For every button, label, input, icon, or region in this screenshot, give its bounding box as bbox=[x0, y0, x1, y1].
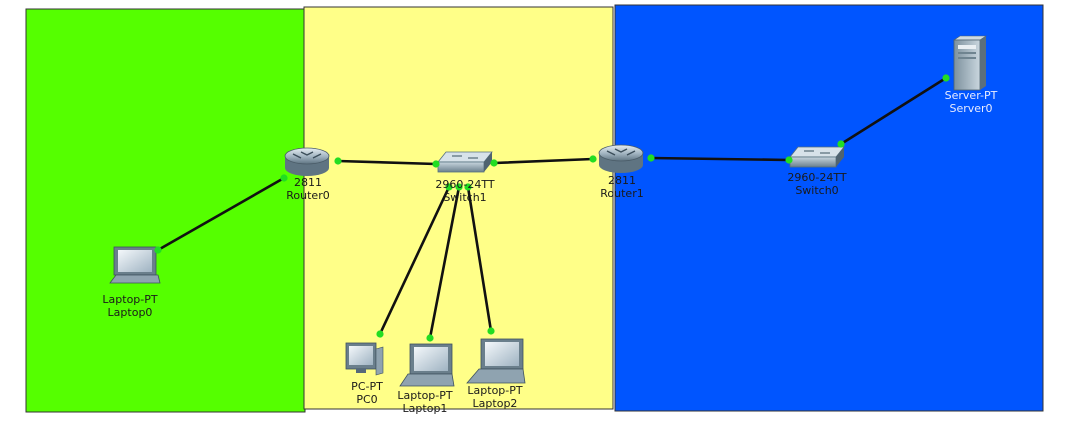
switch1-name: Switch1 bbox=[443, 191, 487, 204]
cable-switch1-laptop1[interactable] bbox=[428, 185, 461, 340]
router1-icon[interactable] bbox=[598, 144, 644, 173]
port-dot bbox=[455, 183, 463, 191]
router0-icon[interactable] bbox=[284, 147, 330, 176]
switch0-label: 2960-24TT Switch0 bbox=[787, 171, 846, 197]
laptop0-icon[interactable] bbox=[109, 246, 161, 284]
port-dot bbox=[334, 157, 342, 165]
port-dot bbox=[837, 140, 845, 148]
router0-model: 2811 bbox=[293, 176, 322, 189]
port-dot bbox=[280, 174, 288, 182]
laptop2-icon[interactable] bbox=[466, 338, 526, 384]
port-dot bbox=[487, 327, 495, 335]
cable-switch1-pc0[interactable] bbox=[378, 185, 451, 336]
laptop1-model: Laptop-PT bbox=[397, 389, 453, 402]
server0-icon[interactable] bbox=[953, 35, 987, 91]
port-dot bbox=[376, 330, 384, 338]
router1-label: 2811 Router1 bbox=[600, 174, 643, 200]
cable-switch1-laptop2[interactable] bbox=[466, 185, 493, 333]
port-dot bbox=[589, 155, 597, 163]
switch1-icon[interactable] bbox=[437, 151, 493, 173]
port-dot bbox=[647, 154, 655, 162]
cable-switch1-router1[interactable] bbox=[492, 157, 595, 165]
port-dot bbox=[154, 246, 162, 254]
pc0-icon[interactable] bbox=[345, 342, 384, 376]
cable-router0-switch1[interactable] bbox=[336, 159, 438, 166]
zone-green bbox=[25, 8, 306, 413]
switch0-icon[interactable] bbox=[789, 146, 845, 168]
server0-name: Server0 bbox=[949, 102, 993, 115]
server0-label: Server-PT Server0 bbox=[945, 89, 998, 115]
router0-name: Router0 bbox=[286, 189, 330, 202]
port-dot bbox=[942, 74, 950, 82]
laptop1-label: Laptop-PT Laptop1 bbox=[397, 389, 452, 415]
cables bbox=[156, 76, 948, 340]
switch1-label: 2960-24TT Switch1 bbox=[435, 178, 494, 204]
port-dot bbox=[490, 159, 498, 167]
laptop2-name: Laptop2 bbox=[472, 397, 518, 410]
port-dot bbox=[785, 156, 793, 164]
laptop0-name: Laptop0 bbox=[107, 306, 153, 319]
router0-label: 2811 Router0 bbox=[286, 176, 329, 202]
laptop0-label: Laptop-PT Laptop0 bbox=[102, 293, 157, 319]
port-dot bbox=[426, 334, 434, 342]
laptop1-name: Laptop1 bbox=[402, 402, 448, 415]
pc0-model: PC-PT bbox=[351, 380, 383, 393]
laptop2-model: Laptop-PT bbox=[467, 384, 523, 397]
port-status-dots bbox=[154, 74, 950, 342]
port-dot bbox=[432, 160, 440, 168]
laptop1-icon[interactable] bbox=[399, 343, 455, 387]
cable-switch0-server0[interactable] bbox=[839, 76, 948, 146]
switch1-model: 2960-24TT bbox=[435, 178, 495, 191]
pc0-name: PC0 bbox=[356, 393, 378, 406]
laptop2-label: Laptop-PT Laptop2 bbox=[467, 384, 522, 410]
cable-router1-switch0[interactable] bbox=[649, 156, 791, 162]
zone-yellow bbox=[303, 6, 614, 410]
laptop0-model: Laptop-PT bbox=[102, 293, 158, 306]
port-dot bbox=[445, 183, 453, 191]
router1-name: Router1 bbox=[600, 187, 644, 200]
cable-laptop0-router0[interactable] bbox=[156, 176, 286, 252]
switch0-model: 2960-24TT bbox=[787, 171, 847, 184]
pc0-label: PC-PT PC0 bbox=[351, 380, 383, 406]
router1-model: 2811 bbox=[607, 174, 636, 187]
switch0-name: Switch0 bbox=[795, 184, 839, 197]
port-dot bbox=[464, 183, 472, 191]
server0-model: Server-PT bbox=[944, 89, 998, 102]
